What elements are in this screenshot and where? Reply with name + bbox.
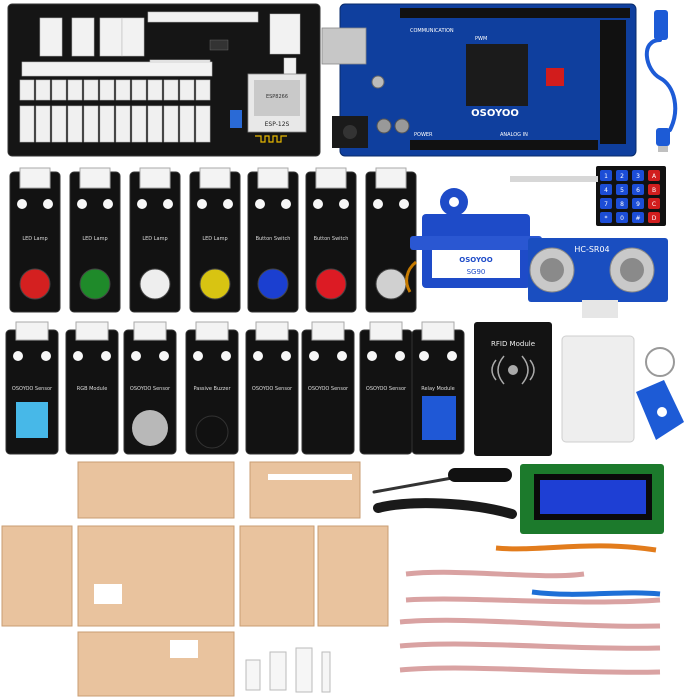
screwdriver bbox=[372, 468, 512, 494]
mega-header-label-3: ANALOG IN bbox=[500, 132, 528, 138]
black-jumper-cable bbox=[373, 498, 517, 519]
keypad-key-label: B bbox=[652, 187, 656, 194]
sensor-module-gas-sensor: OSOYOO Sensor bbox=[123, 321, 177, 455]
module-title: OSOYOO Sensor bbox=[252, 386, 293, 392]
sensor-module-dht11: OSOYOO Sensor bbox=[5, 321, 59, 455]
ultrasonic-sensor: HC-SR04 bbox=[528, 238, 668, 318]
sensor-module-tilt-switch bbox=[365, 167, 417, 313]
module-title: RGB Module bbox=[77, 386, 108, 392]
keypad-key-label: 8 bbox=[620, 201, 624, 208]
keypad-key bbox=[632, 184, 644, 195]
sensor-module-led-yellow: LED Lamp bbox=[189, 167, 241, 313]
sensor-module-led-red: LED Lamp bbox=[9, 167, 61, 313]
membrane-keypad: 1 2 3 A 4 5 6 B 7 8 9 C * 0 # D bbox=[510, 166, 666, 226]
sensor-module-rgb-led: RGB Module bbox=[65, 321, 119, 455]
keypad-key-label: 9 bbox=[636, 201, 640, 208]
mega-header-label-0: PWM bbox=[475, 36, 487, 42]
sensor-module-buzzer: Passive Buzzer bbox=[185, 321, 239, 455]
keypad-key-label: 3 bbox=[636, 173, 640, 180]
keypad-key-label: 6 bbox=[636, 187, 640, 194]
module-title: OSOYOO Sensor bbox=[366, 386, 407, 392]
keypad-key bbox=[648, 170, 660, 181]
keypad-key-label: 4 bbox=[604, 187, 608, 194]
ultrasonic-label: HC-SR04 bbox=[574, 245, 609, 254]
arduino-mega-board: OSOYOO PWM COMMUNICATION POWER ANALOG IN bbox=[321, 3, 637, 157]
module-title: LED Lamp bbox=[202, 236, 227, 242]
esp-chip-label: ESP8266 bbox=[266, 94, 288, 100]
module-title: LED Lamp bbox=[22, 236, 47, 242]
usb-cable bbox=[644, 10, 678, 152]
keypad-key bbox=[616, 184, 628, 195]
mega-header-label-2: POWER bbox=[414, 132, 433, 138]
keypad-key bbox=[600, 184, 612, 195]
usb-b-port bbox=[321, 27, 367, 65]
module-title: Button Switch bbox=[256, 236, 291, 242]
keypad-key bbox=[600, 170, 612, 181]
sensor-module-led-green: LED Lamp bbox=[69, 167, 121, 313]
keypad-key bbox=[616, 170, 628, 181]
module-row-2: OSOYOO Sensor RGB Module OSOYOO Sensor Pass… bbox=[5, 321, 465, 455]
keypad-key bbox=[616, 198, 628, 209]
module-title: Relay Module bbox=[421, 386, 455, 392]
module-row-1: LED Lamp LED Lamp LED Lamp LED Lamp Button S… bbox=[9, 167, 417, 313]
keypad-key-label: 7 bbox=[604, 201, 608, 208]
keypad-key-label: * bbox=[605, 215, 608, 222]
keypad-key-label: 2 bbox=[620, 173, 624, 180]
reset-button bbox=[546, 68, 564, 86]
sensor-module-button-red: Button Switch bbox=[305, 167, 357, 313]
esp-module-label: ESP-12S bbox=[265, 121, 290, 128]
module-title: OSOYOO Sensor bbox=[130, 386, 171, 392]
module-title: Button Switch bbox=[314, 236, 349, 242]
nylon-standoffs bbox=[245, 647, 331, 693]
keypad-key-label: 5 bbox=[620, 187, 624, 194]
servo-motor: OSOYOO SG90 bbox=[405, 188, 542, 293]
sensor-module-photoresistor: OSOYOO Sensor bbox=[245, 321, 299, 455]
keypad-key bbox=[600, 212, 612, 223]
keypad-key bbox=[648, 184, 660, 195]
keypad-key-label: # bbox=[635, 215, 640, 222]
keypad-key bbox=[600, 198, 612, 209]
sensor-module-flame-sensor: OSOYOO Sensor bbox=[359, 321, 413, 455]
acrylic-panel-top bbox=[77, 461, 235, 519]
rfid-label: RFID Module bbox=[491, 340, 535, 348]
module-title: LED Lamp bbox=[82, 236, 107, 242]
mega-header-label-1: COMMUNICATION bbox=[410, 28, 454, 34]
sensor-module-sound-sensor: OSOYOO Sensor bbox=[301, 321, 355, 455]
keypad-key bbox=[616, 212, 628, 223]
keypad-key-label: A bbox=[652, 173, 657, 180]
keypad-key bbox=[632, 198, 644, 209]
keypad-key bbox=[648, 212, 660, 223]
keypad-key bbox=[632, 212, 644, 223]
lcd-display bbox=[520, 464, 664, 534]
keypad-key bbox=[648, 198, 660, 209]
mcu-chip bbox=[466, 44, 528, 106]
module-title: LED Lamp bbox=[142, 236, 167, 242]
servo-model: SG90 bbox=[467, 268, 486, 276]
sensor-module-button-blue: Button Switch bbox=[247, 167, 299, 313]
module-title: Passive Buzzer bbox=[193, 386, 231, 392]
servo-brand: OSOYOO bbox=[459, 256, 492, 264]
rfid-keyfob bbox=[636, 347, 684, 440]
rfid-card bbox=[561, 335, 635, 443]
module-title: OSOYOO Sensor bbox=[308, 386, 349, 392]
keypad-key-label: D bbox=[652, 215, 657, 222]
mega-brand-text: OSOYOO bbox=[471, 108, 519, 119]
rfid-module: RFID Module bbox=[474, 322, 552, 456]
sensor-shield-board: ESP-12S ESP8266 bbox=[7, 3, 321, 157]
sensor-module-relay: Relay Module bbox=[411, 321, 465, 455]
keypad-key bbox=[632, 170, 644, 181]
acrylic-case-panels bbox=[1, 461, 389, 697]
keypad-key-label: C bbox=[652, 201, 656, 208]
keypad-key-label: 1 bbox=[604, 173, 608, 180]
module-title: OSOYOO Sensor bbox=[12, 386, 53, 392]
dupont-wires bbox=[399, 543, 661, 675]
keypad-key-label: 0 bbox=[620, 215, 624, 222]
sensor-module-led-white: LED Lamp bbox=[129, 167, 181, 313]
